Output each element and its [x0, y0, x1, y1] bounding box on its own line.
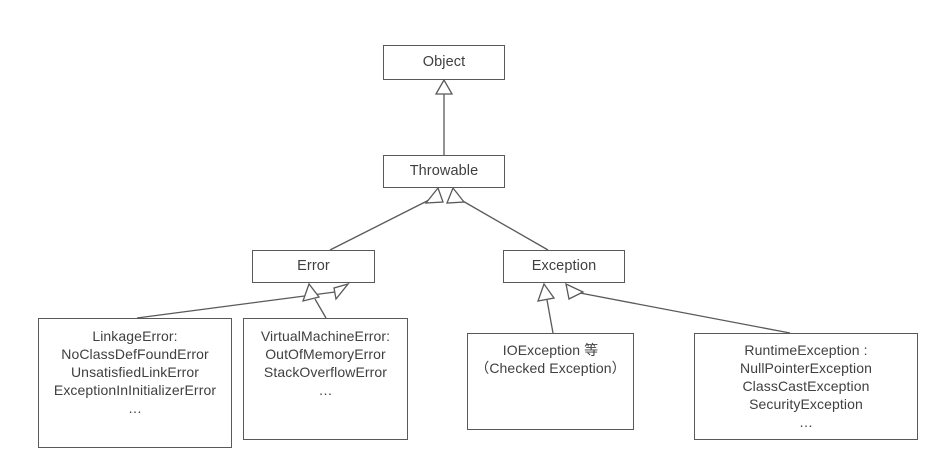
edge-runtime-exception-extends-exception: [565, 282, 791, 334]
edge-io-exception-extends-exception: [537, 282, 556, 334]
edge-virtual-machine-error-extends-error: [301, 282, 327, 319]
class-box-object-label: Object: [422, 54, 466, 71]
class-box-io-exception-label: IOException 等 （Checked Exception）: [475, 342, 626, 376]
class-box-linkage-error-label: LinkageError: NoClassDefFoundError Unsat…: [53, 328, 217, 416]
class-box-error[interactable]: Error: [252, 250, 375, 283]
class-box-object[interactable]: Object: [383, 45, 505, 80]
edge-error-extends-throwable: [329, 186, 444, 251]
edge-exception-extends-throwable: [446, 186, 549, 251]
class-box-exception-label: Exception: [531, 258, 597, 275]
class-box-runtime-exception-label: RuntimeException : NullPointerException …: [740, 342, 872, 430]
class-box-throwable-label: Throwable: [409, 163, 479, 180]
class-box-runtime-exception[interactable]: RuntimeException : NullPointerException …: [694, 333, 918, 440]
edge-throwable-extends-object: [434, 78, 454, 155]
class-box-io-exception[interactable]: IOException 等 （Checked Exception）: [467, 333, 634, 430]
class-box-virtual-machine-error-label: VirtualMachineError: OutOfMemoryError St…: [260, 328, 391, 398]
class-box-virtual-machine-error[interactable]: VirtualMachineError: OutOfMemoryError St…: [243, 318, 408, 440]
class-box-exception[interactable]: Exception: [503, 250, 625, 283]
class-box-throwable[interactable]: Throwable: [383, 155, 505, 188]
edge-linkage-error-extends-error: [136, 282, 350, 319]
class-box-error-label: Error: [297, 258, 330, 275]
class-box-linkage-error[interactable]: LinkageError: NoClassDefFoundError Unsat…: [38, 318, 232, 448]
